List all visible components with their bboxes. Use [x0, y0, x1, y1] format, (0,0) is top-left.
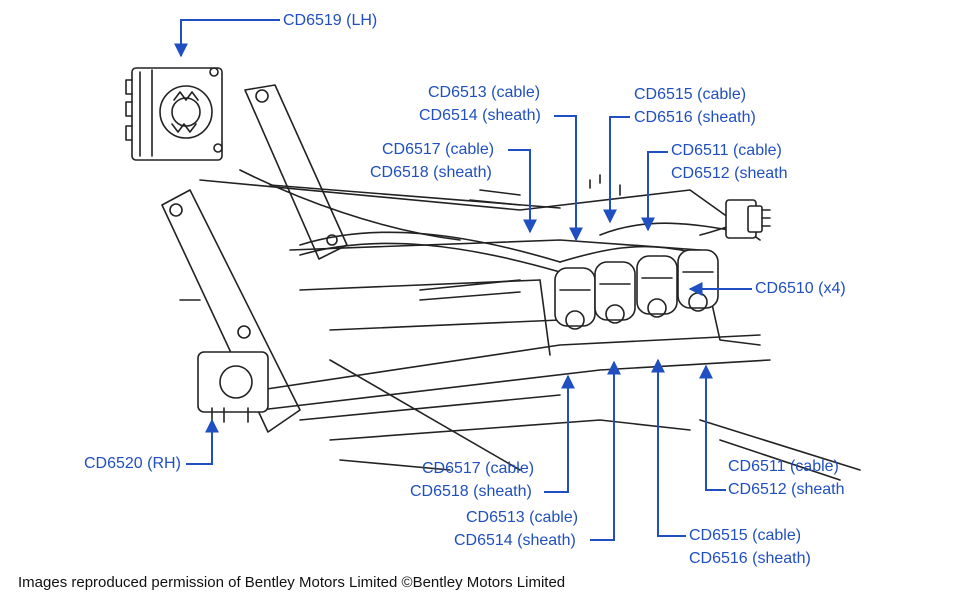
label-cd6511-top: CD6511 (cable): [671, 142, 782, 159]
label-cd6515-top: CD6515 (cable): [634, 86, 747, 103]
label-cd6517-bottom: CD6517 (cable): [422, 460, 535, 477]
label-cd6513-bottom: CD6513 (cable): [466, 509, 579, 526]
label-cd6514-top: CD6514 (sheath): [419, 107, 541, 124]
leader-lines: [174, 19, 752, 541]
label-cd6514-bottom: CD6514 (sheath): [454, 532, 576, 549]
label-cd6517-top: CD6517 (cable): [382, 141, 495, 158]
image-credit: Images reproduced permission of Bentley …: [18, 574, 566, 591]
label-cd6518-bottom: CD6518 (sheath): [410, 483, 532, 500]
label-cd6512-top: CD6512 (sheath: [671, 165, 788, 182]
label-cd6519: CD6519 (LH): [283, 12, 378, 29]
label-cd6518-top: CD6518 (sheath): [370, 164, 492, 181]
label-cd6511-bottom: CD6511 (cable): [728, 458, 839, 475]
frame-lineart: [125, 67, 861, 481]
label-cd6510: CD6510 (x4): [755, 280, 846, 297]
label-cd6520: CD6520 (RH): [84, 455, 181, 472]
label-cd6515-bottom: CD6515 (cable): [689, 527, 802, 544]
label-cd6516-bottom: CD6516 (sheath): [689, 550, 811, 567]
label-cd6516-top: CD6516 (sheath): [634, 109, 756, 126]
label-cd6513-top: CD6513 (cable): [428, 84, 541, 101]
label-cd6512-bottom: CD6512 (sheath: [728, 481, 845, 498]
